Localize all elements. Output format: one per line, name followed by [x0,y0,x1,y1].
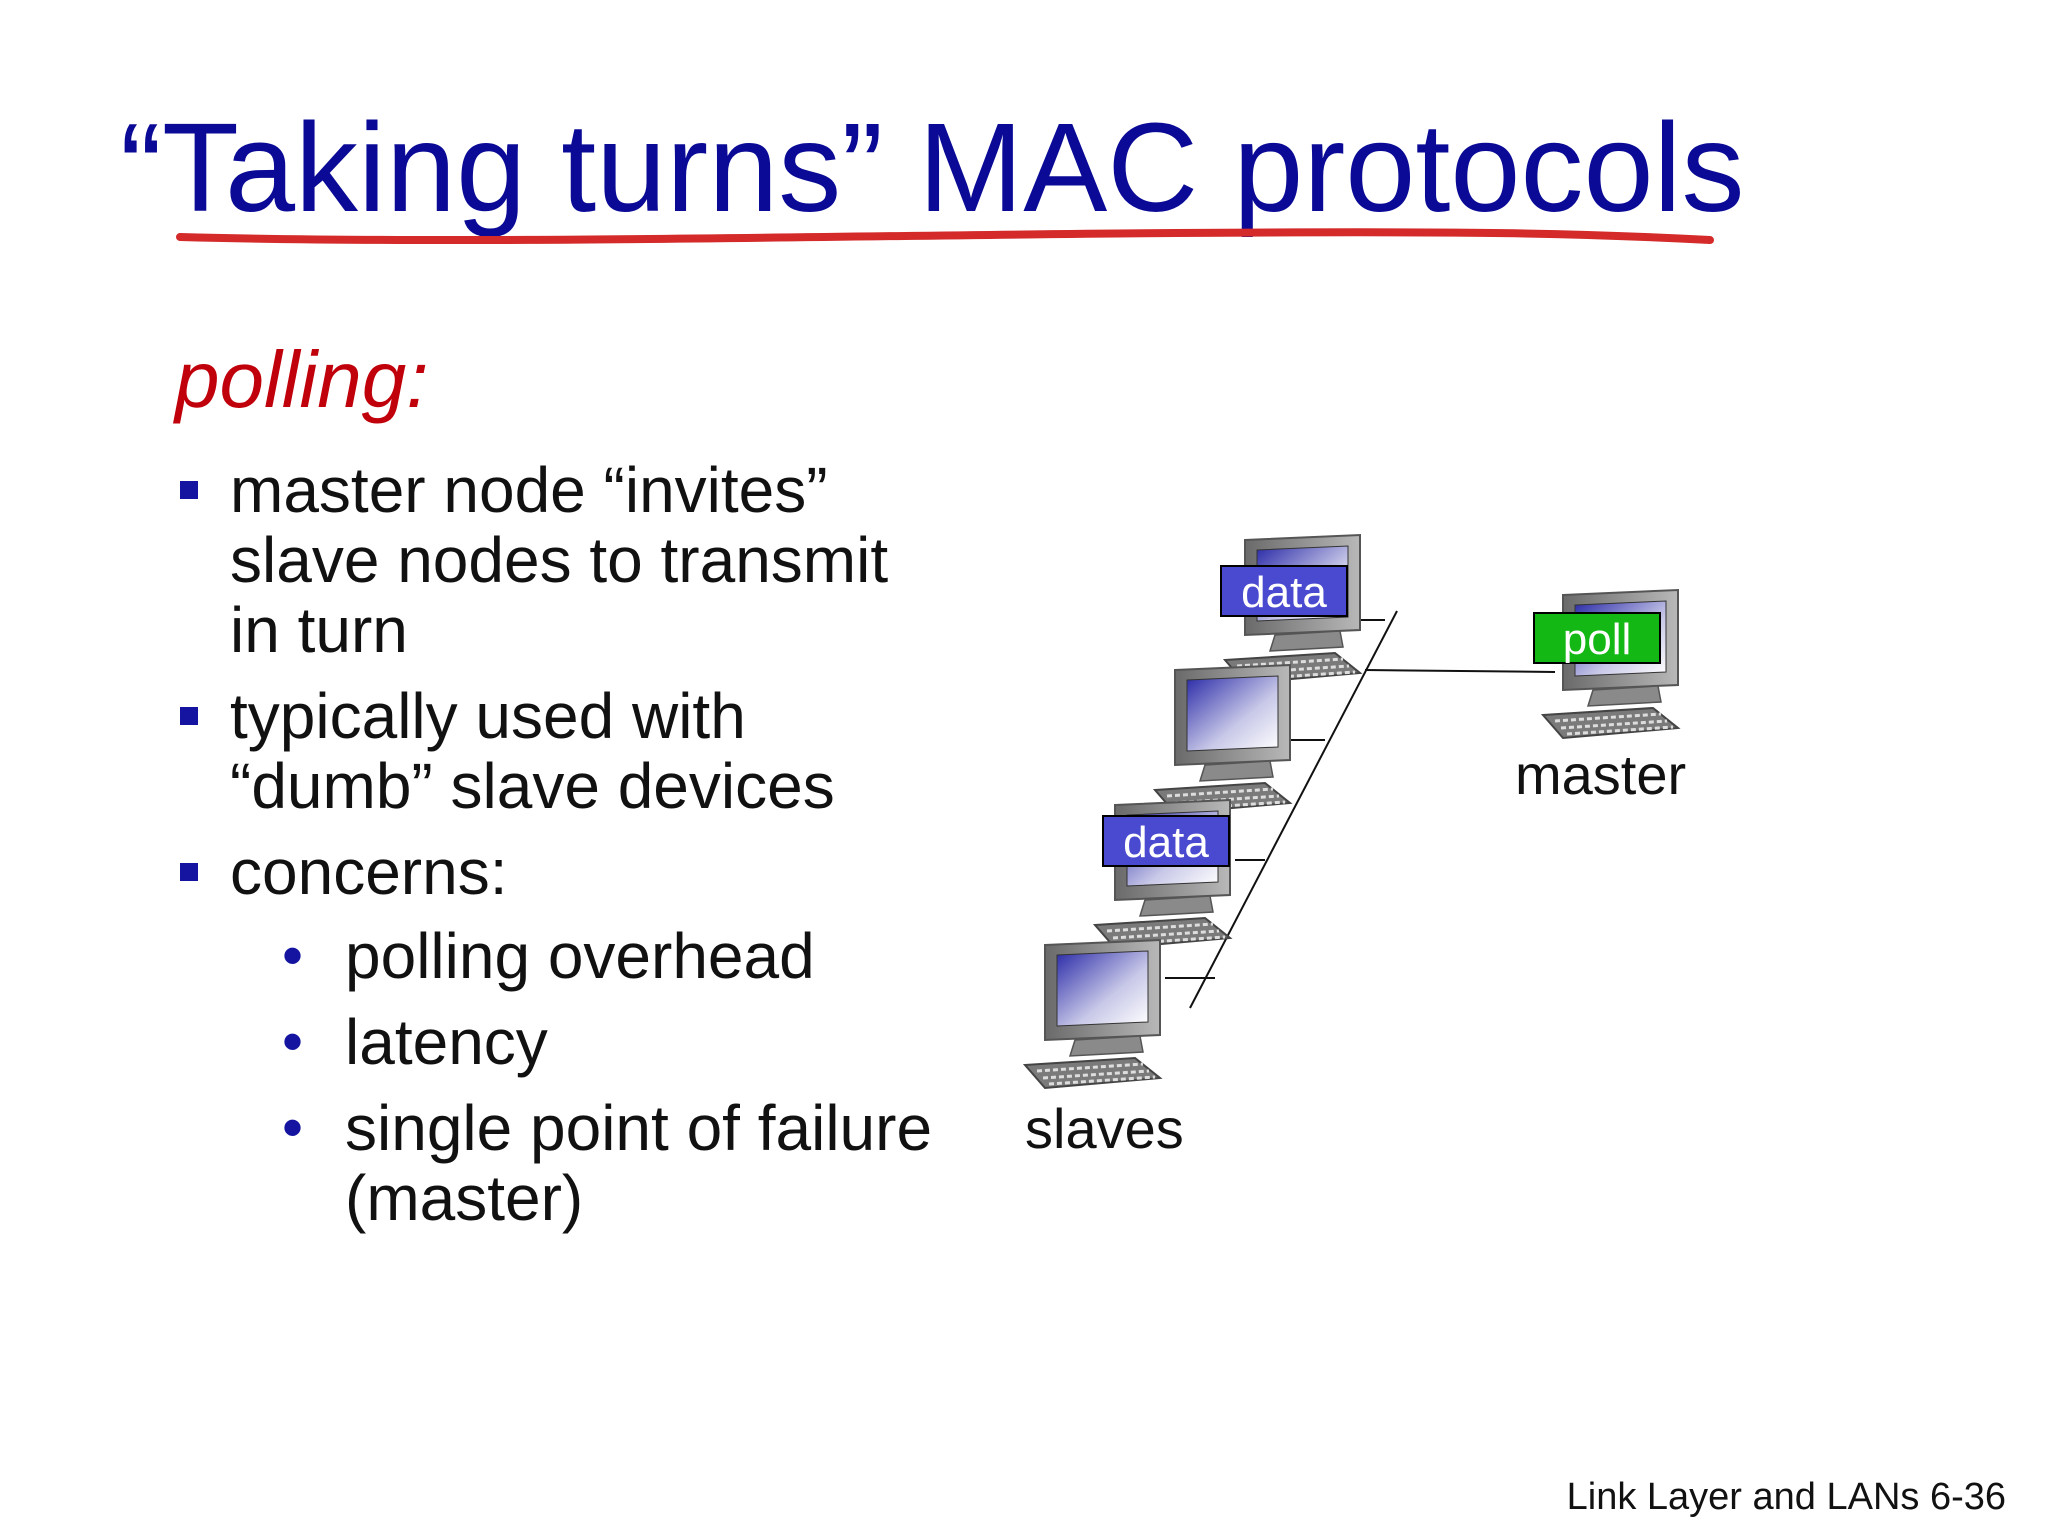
slaves-label: slaves [1025,1097,1184,1160]
computer-icon [1153,663,1292,815]
dot-bullet-icon: • [282,1094,304,1161]
bullet-item: typically used with “dumb” slave devices [180,681,940,821]
square-bullet-icon [180,863,198,881]
bullet-text: master node “invites” slave nodes to tra… [230,454,889,666]
poll-tag: poll [1533,612,1661,664]
sub-bullet-item: • polling overhead [230,921,940,991]
bullet-list: master node “invites” slave nodes to tra… [180,455,940,1249]
master-label: master [1515,743,1687,806]
sub-bullet-item: • latency [230,1007,940,1077]
sub-bullet-list: • polling overhead • latency • single po… [230,921,940,1233]
bullet-text: typically used with “dumb” slave devices [230,680,835,822]
sub-bullet-text: latency [345,1006,548,1078]
computer-icon [1023,938,1162,1090]
title-underline [176,228,1714,245]
slide-footer: Link Layer and LANs 6-36 [1566,1476,2006,1518]
slide-title: “Taking turns” MAC protocols [120,97,1745,238]
sub-bullet-text: single point of failure (master) [345,1092,933,1234]
data-tag: data [1220,565,1348,617]
bullet-text: concerns: [230,836,508,908]
square-bullet-icon [180,481,198,499]
dot-bullet-icon: • [282,922,304,989]
dot-bullet-icon: • [282,1008,304,1075]
sub-bullet-text: polling overhead [345,920,815,992]
slide-subtitle: polling: [175,335,429,424]
sub-bullet-item: • single point of failure (master) [230,1093,940,1233]
bullet-item: master node “invites” slave nodes to tra… [180,455,940,665]
bullet-item: concerns: • polling overhead • latency •… [180,837,940,1233]
data-tag: data [1102,815,1230,867]
square-bullet-icon [180,707,198,725]
